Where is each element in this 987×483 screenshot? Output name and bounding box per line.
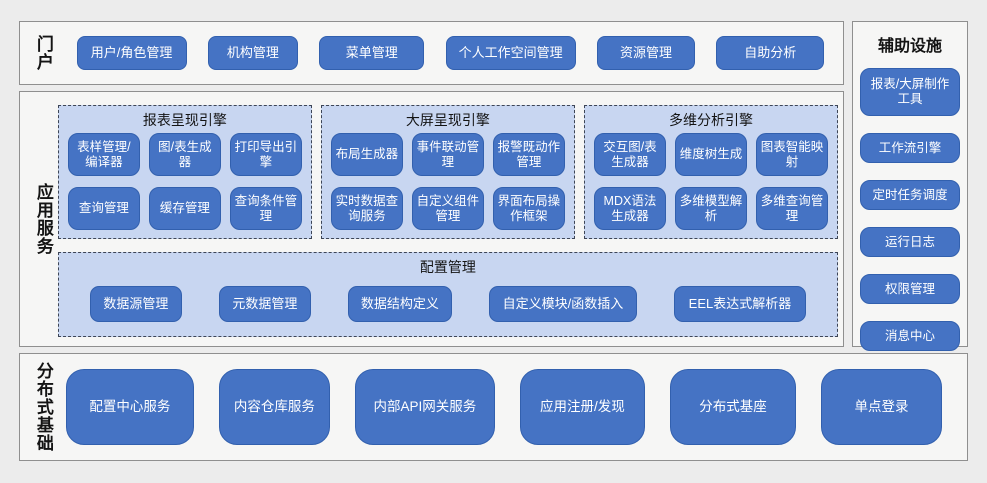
box-distributed-base: 分布式基座	[669, 369, 796, 445]
dashboard-render-engine-panel: 大屏呈现引擎 布局生成器 事件联动管理 报警既动作管理 实时数据查询服务 自定义…	[320, 105, 575, 239]
box-run-log: 运行日志	[860, 227, 960, 257]
box-workflow-engine: 工作流引擎	[860, 133, 960, 163]
box-custom-module-function-insert: 自定义模块/函数插入	[488, 285, 637, 322]
app-services-content: 报表呈现引擎 表样管理/编译器 图/表生成器 打印导出引擎 查询管理 缓存管理 …	[57, 92, 843, 346]
box-datasource-management: 数据源管理	[89, 285, 182, 322]
portal-section: 门户 用户/角色管理 机构管理 菜单管理 个人工作空间管理 资源管理 自助分析	[19, 21, 844, 85]
box-realtime-data-query-service: 实时数据查询服务	[330, 187, 403, 230]
box-metadata-management: 元数据管理	[218, 285, 311, 322]
app-services-section-label: 应用服务	[33, 183, 53, 255]
box-alarm-action-management: 报警既动作管理	[492, 133, 565, 176]
portal-box-personal-workspace-management: 个人工作空间管理	[445, 36, 576, 70]
olap-analysis-engine-panel: 多维分析引擎 交互图/表生成器 维度树生成 图表智能映射 MDX语法生成器 多维…	[583, 105, 838, 239]
dashboard-render-engine-title: 大屏呈现引擎	[405, 112, 490, 128]
auxiliary-facilities-title: 辅助设施	[877, 38, 942, 55]
box-query-management: 查询管理	[67, 187, 140, 230]
box-data-structure-definition: 数据结构定义	[347, 285, 452, 322]
olap-analysis-engine-title: 多维分析引擎	[668, 112, 753, 128]
distributed-foundation-section: 分布式基础 配置中心服务 内容仓库服务 内部API网关服务 应用注册/发现 分布…	[19, 353, 968, 461]
box-interactive-chart-generator: 交互图/表生成器	[593, 133, 666, 176]
box-report-style-manager: 表样管理/编译器	[67, 133, 140, 176]
config-management-title: 配置管理	[419, 259, 476, 275]
app-services-section: 应用服务 报表呈现引擎 表样管理/编译器 图/表生成器 打印导出引擎 查询管理 …	[19, 91, 844, 347]
report-render-engine-grid: 表样管理/编译器 图/表生成器 打印导出引擎 查询管理 缓存管理 查询条件管理	[67, 133, 302, 230]
box-query-condition-management: 查询条件管理	[229, 187, 302, 230]
portal-box-org-management: 机构管理	[207, 36, 298, 70]
config-management-row: 数据源管理 元数据管理 数据结构定义 自定义模块/函数插入 EEL表达式解析器	[68, 279, 828, 328]
report-render-engine-panel: 报表呈现引擎 表样管理/编译器 图/表生成器 打印导出引擎 查询管理 缓存管理 …	[57, 105, 312, 239]
portal-box-resource-management: 资源管理	[596, 36, 695, 70]
box-ui-layout-framework: 界面布局操作框架	[492, 187, 565, 230]
portal-box-self-service-analysis: 自助分析	[716, 36, 825, 70]
box-dimension-tree-generation: 维度树生成	[674, 133, 747, 176]
box-event-linkage-management: 事件联动管理	[411, 133, 484, 176]
box-message-center: 消息中心	[860, 321, 960, 351]
box-scheduled-task-dispatch: 定时任务调度	[860, 180, 960, 210]
box-app-registration-discovery: 应用注册/发现	[519, 369, 645, 445]
dashboard-render-engine-grid: 布局生成器 事件联动管理 报警既动作管理 实时数据查询服务 自定义组件管理 界面…	[330, 133, 565, 230]
auxiliary-facilities-section: 辅助设施 报表/大屏制作工具 工作流引擎 定时任务调度 运行日志 权限管理 消息…	[852, 21, 968, 351]
box-chart-smart-mapping: 图表智能映射	[755, 133, 828, 176]
box-multidim-query-management: 多维查询管理	[755, 187, 828, 230]
box-chart-table-generator: 图/表生成器	[148, 133, 221, 176]
distributed-foundation-row: 配置中心服务 内容仓库服务 内部API网关服务 应用注册/发现 分布式基座 单点…	[58, 369, 967, 445]
portal-section-label: 门户	[33, 35, 53, 71]
box-permission-management: 权限管理	[860, 274, 960, 304]
box-mdx-syntax-generator: MDX语法生成器	[593, 187, 666, 230]
portal-box-user-role-management: 用户/角色管理	[76, 36, 187, 70]
box-print-export-engine: 打印导出引擎	[229, 133, 302, 176]
box-report-screen-authoring-tool: 报表/大屏制作工具	[860, 68, 960, 116]
box-cache-management: 缓存管理	[148, 187, 221, 230]
auxiliary-facilities-column: 报表/大屏制作工具 工作流引擎 定时任务调度 运行日志 权限管理 消息中心	[860, 68, 960, 351]
box-content-repository-service: 内容仓库服务	[218, 369, 330, 445]
box-multidim-model-parser: 多维模型解析	[674, 187, 747, 230]
box-custom-component-management: 自定义组件管理	[411, 187, 484, 230]
olap-analysis-engine-grid: 交互图/表生成器 维度树生成 图表智能映射 MDX语法生成器 多维模型解析 多维…	[593, 133, 828, 230]
box-internal-api-gateway-service: 内部API网关服务	[354, 369, 495, 445]
report-render-engine-title: 报表呈现引擎	[142, 112, 227, 128]
engine-panels-row: 报表呈现引擎 表样管理/编译器 图/表生成器 打印导出引擎 查询管理 缓存管理 …	[57, 105, 838, 239]
box-config-center-service: 配置中心服务	[65, 369, 194, 445]
box-single-sign-on: 单点登录	[821, 369, 942, 445]
distributed-foundation-label: 分布式基础	[33, 362, 53, 452]
box-eel-expression-parser: EEL表达式解析器	[673, 285, 806, 322]
box-layout-generator: 布局生成器	[330, 133, 403, 176]
portal-box-menu-management: 菜单管理	[319, 36, 425, 70]
portal-button-row: 用户/角色管理 机构管理 菜单管理 个人工作空间管理 资源管理 自助分析	[58, 36, 843, 70]
config-management-panel: 配置管理 数据源管理 元数据管理 数据结构定义 自定义模块/函数插入 EEL表达…	[57, 252, 838, 337]
